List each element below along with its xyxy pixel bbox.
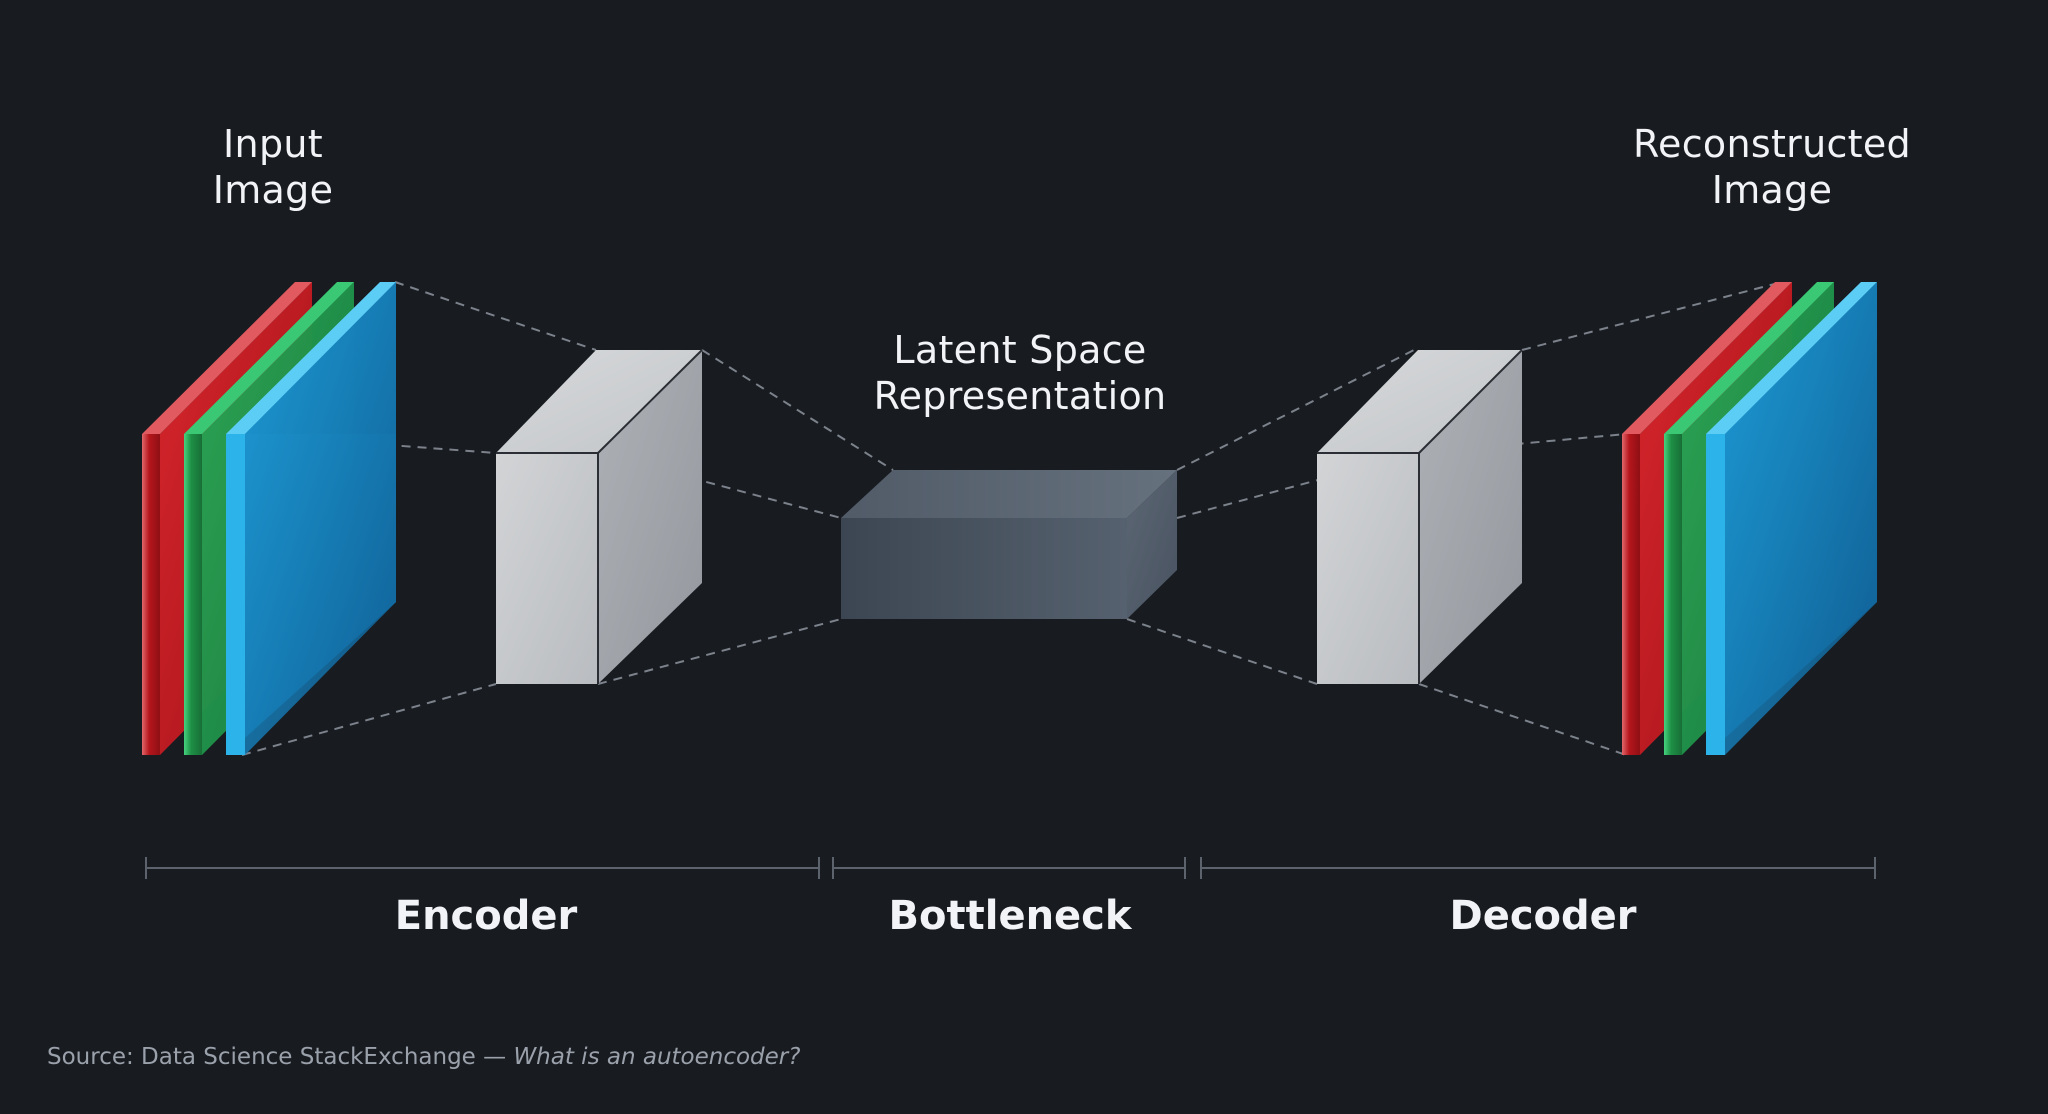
- encoder-bracket: [145, 857, 820, 879]
- source-title: What is an autoencoder?: [513, 1044, 801, 1070]
- input-blue-channel: [226, 282, 396, 755]
- recon-title-line1: Reconstructed: [1633, 122, 1911, 166]
- connector-line: [1126, 618, 1318, 685]
- connector-line: [1418, 683, 1627, 756]
- bottleneck-label: Bottleneck: [888, 893, 1132, 939]
- latent-title-line2: Representation: [873, 374, 1167, 418]
- decoder-bracket: [1200, 857, 1876, 879]
- connector-line: [701, 349, 894, 471]
- input-image-title: Input Image: [173, 121, 373, 213]
- source-caption: Source: Data Science StackExchange — Wha…: [47, 1044, 800, 1070]
- reconstructed-image-slabs: [1622, 282, 1877, 755]
- recon-blue-channel: [1706, 282, 1877, 755]
- connector-line: [241, 683, 497, 756]
- input-image-slabs: [142, 282, 396, 755]
- input-title-line2: Image: [212, 168, 334, 212]
- decoder-layer-block: [1317, 349, 1523, 684]
- latent-title-line1: Latent Space: [893, 328, 1147, 372]
- connector-line: [1521, 281, 1783, 351]
- section-brackets: [145, 857, 1876, 879]
- reconstructed-image-title: Reconstructed Image: [1612, 121, 1932, 213]
- input-title-line1: Input: [223, 122, 323, 166]
- encoder-label: Encoder: [394, 893, 578, 939]
- encoder-layer-block: [496, 349, 703, 684]
- connector-line: [241, 433, 497, 454]
- recon-title-line2: Image: [1711, 168, 1833, 212]
- source-prefix: Source: Data Science StackExchange —: [47, 1044, 514, 1070]
- latent-bottleneck-block: [841, 470, 1177, 619]
- connector-line: [597, 618, 842, 685]
- bottleneck-bracket: [832, 857, 1186, 879]
- decoder-label: Decoder: [1449, 893, 1637, 939]
- connector-line: [394, 281, 597, 351]
- connector-line: [1176, 349, 1415, 471]
- latent-space-title: Latent Space Representation: [850, 327, 1190, 419]
- connector-line: [597, 452, 842, 519]
